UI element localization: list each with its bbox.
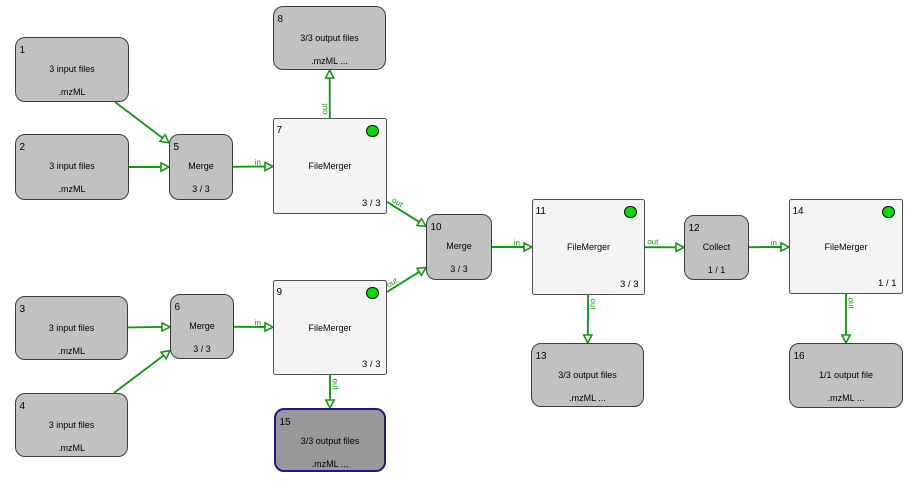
svg-text:in: in	[255, 158, 261, 167]
svg-text:out: out	[320, 103, 329, 115]
svg-text:in: in	[514, 238, 520, 247]
svg-text:out: out	[647, 237, 659, 246]
svg-text:out: out	[847, 298, 856, 310]
svg-text:in: in	[255, 318, 261, 327]
svg-text:out: out	[589, 298, 598, 310]
svg-text:out: out	[385, 276, 400, 290]
svg-text:out: out	[331, 379, 340, 391]
svg-text:out: out	[390, 195, 405, 209]
svg-text:in: in	[771, 238, 777, 247]
